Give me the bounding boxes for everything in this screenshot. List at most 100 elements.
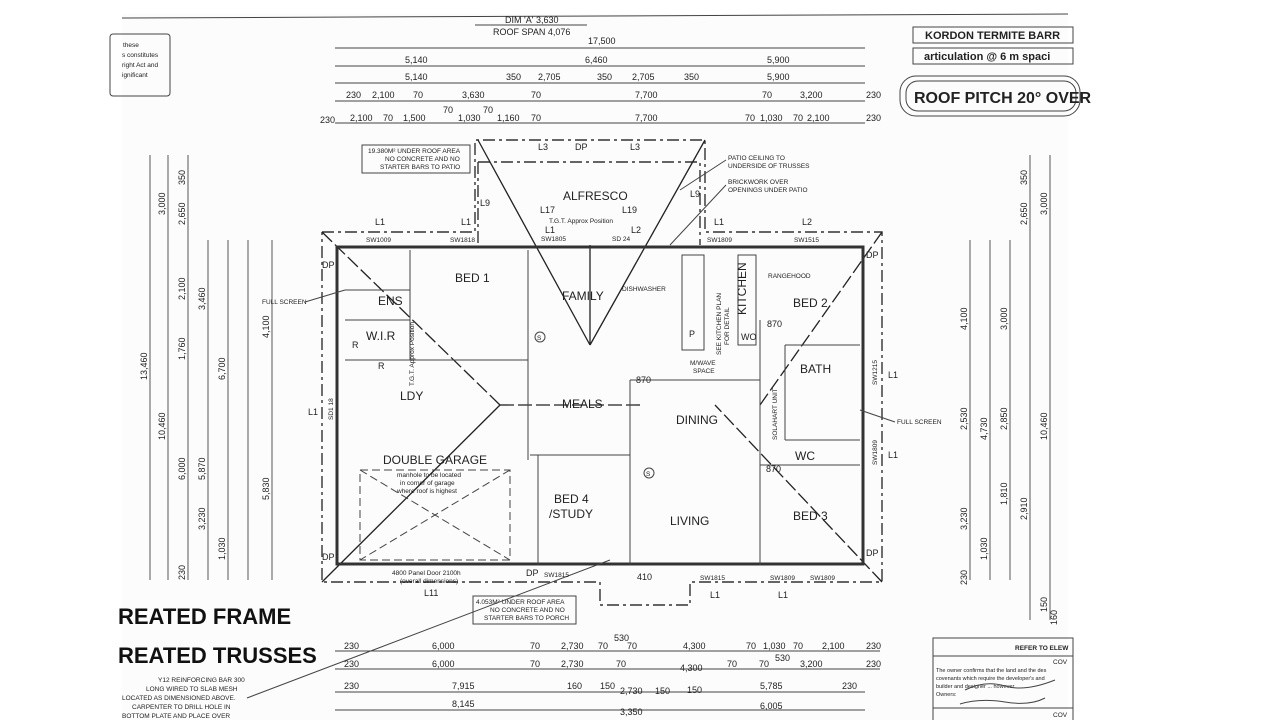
top-dims-row4-3: 1,500 [403, 113, 426, 123]
markers-dp: DP [322, 552, 335, 562]
right-dims-0: 10,460 [1039, 412, 1049, 440]
top-dims-row4-2: 70 [383, 113, 393, 123]
window-labels: SW1009 SW1818 SW1805 SD 24 SW1809 SW1515… [328, 236, 879, 582]
windows-12: SD1 18 [328, 398, 335, 420]
lintels-2: L1 [545, 225, 555, 235]
line-mark [859, 409, 896, 423]
top-dims-row2-3: 350 [597, 72, 612, 82]
top-dims-row4-9: 7,700 [635, 113, 658, 123]
notes-tgt: T.G.T. Approx Position [409, 322, 416, 386]
right-dims-2: 2,650 [1019, 202, 1029, 225]
top-dims-row4-13: 2,100 [807, 113, 830, 123]
notes-brickwork-0: BRICKWORK OVER [728, 179, 789, 186]
rect-mark [361, 144, 471, 174]
windows-3: SD 24 [612, 236, 630, 243]
rect-mark [905, 80, 1077, 112]
notes-kitchen-plan-1: FOR DETAIL [724, 307, 731, 345]
bottom-dims-row4-0: 8,145 [452, 699, 475, 709]
top-dims-row3-3: 3,630 [462, 90, 485, 100]
markers-door-870: 870 [767, 319, 782, 329]
covenant-text-3: Owners: [936, 692, 957, 698]
notes-patio-area-2: STARTER BARS TO PATIO [380, 164, 460, 171]
notes-panel-door-0: 4800 Panel Door 2100h [392, 570, 461, 577]
left-dims-1: 10,460 [157, 412, 167, 440]
markers-door-870: 870 [766, 464, 781, 474]
windows-9: SW1815 [700, 575, 725, 582]
notes-patio-area-0: 19.380M² UNDER ROOF AREA [368, 148, 461, 155]
bottom-dims-row4-1: 3,350 [620, 707, 643, 717]
right-dims-10: 2,910 [1019, 497, 1029, 520]
notes-dishwasher: DISHWASHER [622, 286, 666, 293]
left-dims-13: 5,830 [261, 477, 271, 500]
bottom-dims-row3-8: 230 [842, 681, 857, 691]
articulation-label: articulation @ 6 m spaci [924, 51, 1050, 63]
lintels-10: L17 [540, 205, 555, 215]
left-dims-9: 3,460 [197, 287, 207, 310]
room-ens: ENS [378, 294, 403, 308]
bottom-dims-row2-8: 70 [759, 659, 769, 669]
smoke-detector-icon [534, 331, 546, 343]
lintels-8: L9 [480, 198, 490, 208]
right-dims-13: 230 [959, 570, 969, 585]
polyline-mark [478, 161, 701, 245]
top-dims-row2-5: 350 [684, 72, 699, 82]
top-dims-row3-4: 70 [531, 90, 541, 100]
bottom-dims-row3-5: 150 [655, 686, 670, 696]
bottom-dims-row1-1: 6,000 [432, 641, 455, 651]
windows-10: SW1809 [770, 575, 795, 582]
notes-rangehood: RANGEHOOD [768, 273, 811, 280]
markers-door-870: 870 [636, 375, 651, 385]
lintels-7: L3 [630, 142, 640, 152]
covenant-sub: COV [1053, 659, 1068, 666]
left-dims-10: 2,100 [177, 277, 187, 300]
roof-pitch-label: ROOF PITCH 20° OVER [914, 90, 1092, 107]
left-dims-15: 1,030 [217, 537, 227, 560]
sheet-border-top [121, 13, 1069, 19]
room-bed2: BED 2 [793, 296, 828, 310]
bottom-dims-row3-3: 150 [600, 681, 615, 691]
bottom-dims-row1-2: 70 [530, 641, 540, 651]
lintels-12: L11 [424, 588, 438, 598]
bottom-dims-row3-0: 230 [344, 681, 359, 691]
notes-mwave-1: SPACE [693, 368, 715, 375]
rect-mark [899, 75, 1081, 117]
line-mark [714, 404, 883, 583]
bottom-dims-row3-1: 7,915 [452, 681, 475, 691]
top-dims-row3-8: 230 [866, 90, 881, 100]
bottom-dims-row1-4: 70 [598, 641, 608, 651]
roof-outline [321, 139, 883, 606]
bottom-dims-row3-7: 5,785 [760, 681, 783, 691]
notes-full-screen-left: FULL SCREEN [262, 299, 307, 306]
lintels-13: L1 [308, 407, 318, 417]
paper [122, 14, 1068, 720]
title-block: KORDON TERMITE BARR articulation @ 6 m s… [899, 26, 1092, 117]
markers-smoke: S [646, 471, 651, 478]
top-dims-row4-6: 70 [483, 105, 493, 115]
notes-manhole-0: manhole to be located [397, 472, 461, 479]
lintels-3: L2 [631, 225, 641, 235]
right-dims-4: 4,100 [959, 307, 969, 330]
bottom-dims-row2-1: 6,000 [432, 659, 455, 669]
top-dims-dim-a: DIM 'A' 3,630 [505, 15, 558, 25]
markers-smoke: S [537, 335, 542, 342]
right-dims-3: 350 [1019, 170, 1029, 185]
lintels-6: L3 [538, 142, 548, 152]
notes-full-screen-right: FULL SCREEN [897, 419, 942, 426]
top-dimensions: DIM 'A' 3,630 ROOF SPAN 4,076 17,500 5,1… [320, 15, 881, 125]
lintels-15: L1 [888, 450, 898, 460]
top-dims-row4-11: 1,030 [760, 113, 783, 123]
bottom-dims-row4-2: 6,005 [760, 701, 783, 711]
line-mark [304, 289, 346, 303]
top-dims-row4-0: 230 [320, 115, 335, 125]
top-dims-row1-0: 5,140 [405, 55, 428, 65]
top-dims-row2-0: 5,140 [405, 72, 428, 82]
markers: DP DP DP DP DP DP 870 870 870 410 P WO R… [322, 142, 879, 582]
right-dims-12: 1,030 [979, 537, 989, 560]
notes-reinforcing-4: BOTTOM PLATE AND PLACE OVER [122, 713, 230, 720]
top-dims-row2-4: 2,705 [632, 72, 655, 82]
notes-patio-area-1: NO CONCRETE AND NO [385, 156, 460, 163]
room-meals: MEALS [562, 397, 603, 411]
covenant-text-1: covenants which require the developer's … [936, 676, 1045, 682]
top-dims-row2-1: 350 [506, 72, 521, 82]
bottom-dims-row2-3: 2,730 [561, 659, 584, 669]
